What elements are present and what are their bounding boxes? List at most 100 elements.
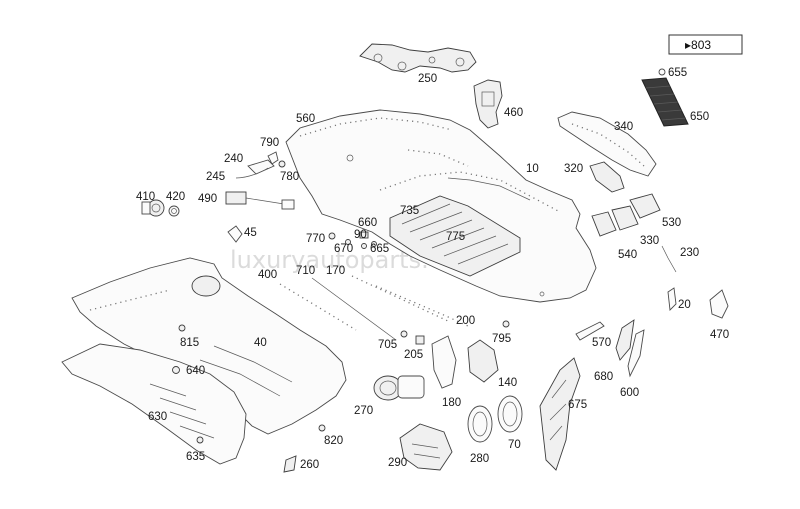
part-635-screw[interactable]: [196, 436, 204, 444]
part-45-bracket[interactable]: [227, 225, 243, 243]
part-650-grille-plate[interactable]: [641, 77, 689, 127]
label-600[interactable]: 600: [620, 387, 639, 399]
label-775[interactable]: 775: [446, 231, 465, 243]
reference-box[interactable]: ▸803: [668, 34, 743, 55]
label-470[interactable]: 470: [710, 329, 729, 341]
label-790[interactable]: 790: [260, 137, 279, 149]
label-815[interactable]: 815: [180, 337, 199, 349]
part-600-trim[interactable]: [627, 329, 645, 378]
part-270-exhaust[interactable]: [373, 375, 425, 401]
part-815-screw[interactable]: [178, 324, 186, 332]
part-675-bracket[interactable]: [539, 357, 581, 471]
part-705-clip[interactable]: [400, 330, 408, 338]
part-250-bracket[interactable]: [359, 43, 477, 73]
label-710[interactable]: 710: [296, 265, 315, 277]
label-680[interactable]: 680: [594, 371, 613, 383]
part-320-bracket[interactable]: [589, 161, 625, 193]
label-655[interactable]: 655: [668, 67, 687, 79]
label-20[interactable]: 20: [678, 299, 691, 311]
label-540[interactable]: 540: [618, 249, 637, 261]
part-530-sensor[interactable]: [629, 193, 661, 219]
label-280[interactable]: 280: [470, 453, 489, 465]
part-70-exhaust-tip[interactable]: [497, 395, 523, 433]
part-140-bracket[interactable]: [467, 339, 499, 383]
part-820-screw[interactable]: [318, 424, 326, 432]
part-780-washer[interactable]: [278, 160, 286, 168]
label-10[interactable]: 10: [526, 163, 539, 175]
part-240-strip[interactable]: [247, 159, 275, 175]
part-460-bracket[interactable]: [473, 79, 503, 129]
label-90[interactable]: 90: [354, 229, 367, 241]
label-230[interactable]: 230: [680, 247, 699, 259]
label-630[interactable]: 630: [148, 411, 167, 423]
label-45[interactable]: 45: [244, 227, 257, 239]
label-70[interactable]: 70: [508, 439, 521, 451]
label-640[interactable]: 640: [186, 365, 205, 377]
label-420[interactable]: 420: [166, 191, 185, 203]
part-245-strip[interactable]: [235, 167, 269, 179]
label-340[interactable]: 340: [614, 121, 633, 133]
part-790-trim[interactable]: [267, 151, 279, 165]
label-795[interactable]: 795: [492, 333, 511, 345]
label-170[interactable]: 170: [326, 265, 345, 277]
label-260[interactable]: 260: [300, 459, 319, 471]
part-770-screw[interactable]: [328, 232, 336, 240]
label-400[interactable]: 400: [258, 269, 277, 281]
part-680-trim[interactable]: [615, 319, 635, 361]
label-270[interactable]: 270: [354, 405, 373, 417]
label-770[interactable]: 770: [306, 233, 325, 245]
part-570-strip[interactable]: [575, 321, 605, 341]
part-290-bracket[interactable]: [399, 423, 453, 471]
label-670[interactable]: 670: [334, 243, 353, 255]
part-670-screw[interactable]: [345, 239, 351, 245]
part-200-strip[interactable]: [375, 285, 469, 327]
label-530[interactable]: 530: [662, 217, 681, 229]
label-665[interactable]: 665: [370, 243, 389, 255]
label-660[interactable]: 660: [358, 217, 377, 229]
label-320[interactable]: 320: [564, 163, 583, 175]
part-540-sensor[interactable]: [591, 211, 617, 237]
label-410[interactable]: 410: [136, 191, 155, 203]
label-240[interactable]: 240: [224, 153, 243, 165]
label-780[interactable]: 780: [280, 171, 299, 183]
part-90-bracket[interactable]: [361, 243, 367, 249]
part-410-sensor[interactable]: [141, 199, 165, 217]
part-170-strip[interactable]: [351, 275, 451, 323]
part-420-ring[interactable]: [168, 205, 180, 217]
part-230-strip[interactable]: [661, 245, 677, 273]
part-20-clip[interactable]: [667, 287, 677, 311]
label-180[interactable]: 180: [442, 397, 461, 409]
part-490-wiring[interactable]: [225, 191, 295, 210]
part-260-bracket[interactable]: [283, 455, 297, 473]
label-245[interactable]: 245: [206, 171, 225, 183]
part-795-clip[interactable]: [502, 320, 510, 328]
part-640-nut[interactable]: [172, 366, 180, 374]
label-200[interactable]: 200: [456, 315, 475, 327]
part-400-strip[interactable]: [279, 283, 357, 331]
part-205-bracket[interactable]: [415, 335, 425, 345]
label-705[interactable]: 705: [378, 339, 397, 351]
label-250[interactable]: 250: [418, 73, 437, 85]
part-330-sensor[interactable]: [611, 205, 639, 231]
label-820[interactable]: 820: [324, 435, 343, 447]
part-735-grille[interactable]: [389, 195, 521, 277]
label-490[interactable]: 490: [198, 193, 217, 205]
label-205[interactable]: 205: [404, 349, 423, 361]
label-290[interactable]: 290: [388, 457, 407, 469]
part-655-nut[interactable]: [658, 68, 666, 76]
part-710-rod[interactable]: [311, 277, 397, 341]
label-40[interactable]: 40: [254, 337, 267, 349]
label-460[interactable]: 460: [504, 107, 523, 119]
label-675[interactable]: 675: [568, 399, 587, 411]
label-330[interactable]: 330: [640, 235, 659, 247]
label-560[interactable]: 560: [296, 113, 315, 125]
label-140[interactable]: 140: [498, 377, 517, 389]
label-735[interactable]: 735: [400, 205, 419, 217]
part-180-exhaust-trim[interactable]: [431, 335, 457, 389]
part-340-trim[interactable]: [557, 111, 657, 177]
part-660-clip[interactable]: [359, 231, 369, 239]
part-630-tray[interactable]: [61, 343, 247, 465]
part-665-screw[interactable]: [371, 241, 377, 247]
label-650[interactable]: 650: [690, 111, 709, 123]
label-570[interactable]: 570: [592, 337, 611, 349]
